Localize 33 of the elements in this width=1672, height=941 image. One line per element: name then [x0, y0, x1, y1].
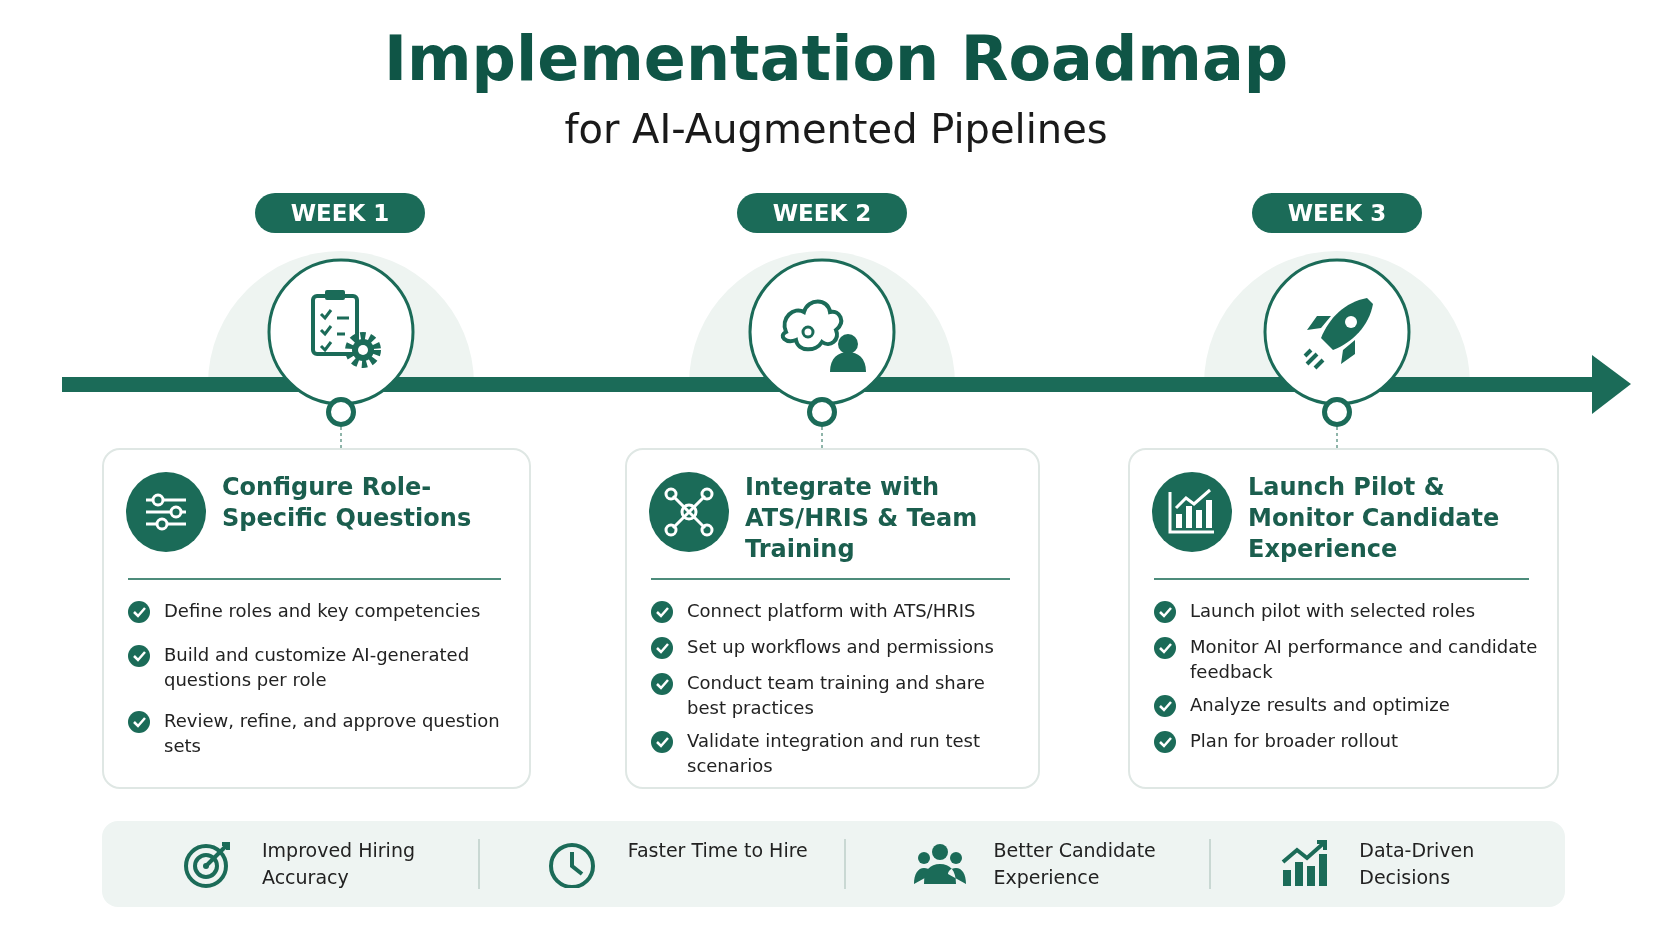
- step-card: [1128, 448, 1559, 789]
- benefit-text: Better Candidate Experience: [993, 838, 1157, 890]
- title: Implementation Roadmap: [382, 22, 1290, 95]
- week-badge: WEEK 2: [737, 193, 907, 233]
- step-card: [102, 448, 531, 789]
- card-heading: Configure Role-Specific Questions: [222, 472, 473, 535]
- bullet-text: Analyze results and optimize: [1190, 693, 1451, 717]
- bullet-text: Define roles and key competencies: [164, 599, 482, 623]
- bullet-text: Connect platform with ATS/HRIS: [687, 599, 977, 623]
- card-heading: Launch Pilot & Monitor Candidate Experience: [1248, 472, 1501, 566]
- dashed-connector: [1336, 426, 1338, 449]
- timeline-marker: [807, 397, 837, 427]
- benefit-text: Data-Driven Decisions: [1359, 838, 1476, 890]
- bullet-text: Validate integration and run test scenarios: [687, 729, 981, 779]
- benefit-text: Improved Hiring Accuracy: [262, 838, 416, 890]
- bullet-text: Monitor AI performance and candidate feedback: [1190, 635, 1539, 685]
- subtitle: for AI-Augmented Pipelines: [563, 106, 1109, 152]
- dashed-connector: [821, 426, 823, 449]
- bullet-text: Plan for broader rollout: [1190, 729, 1400, 753]
- benefit-text: Faster Time to Hire: [627, 838, 809, 863]
- benefits-band: [102, 821, 1565, 907]
- timeline-marker: [1322, 397, 1352, 427]
- step-card: [625, 448, 1040, 789]
- week-badge: WEEK 3: [1252, 193, 1422, 233]
- bullet-text: Review, refine, and approve question sets: [164, 709, 501, 759]
- bullet-text: Conduct team training and share best practices: [687, 671, 986, 721]
- bullet-text: Set up workflows and permissions: [687, 635, 995, 659]
- card-heading: Integrate with ATS/HRIS & Team Training: [745, 472, 979, 566]
- bullet-text: Build and customize AI-generated questions per role: [164, 643, 471, 693]
- bullet-text: Launch pilot with selected roles: [1190, 599, 1477, 623]
- week-badge: WEEK 1: [255, 193, 425, 233]
- timeline-marker: [326, 397, 356, 427]
- dashed-connector: [340, 426, 342, 449]
